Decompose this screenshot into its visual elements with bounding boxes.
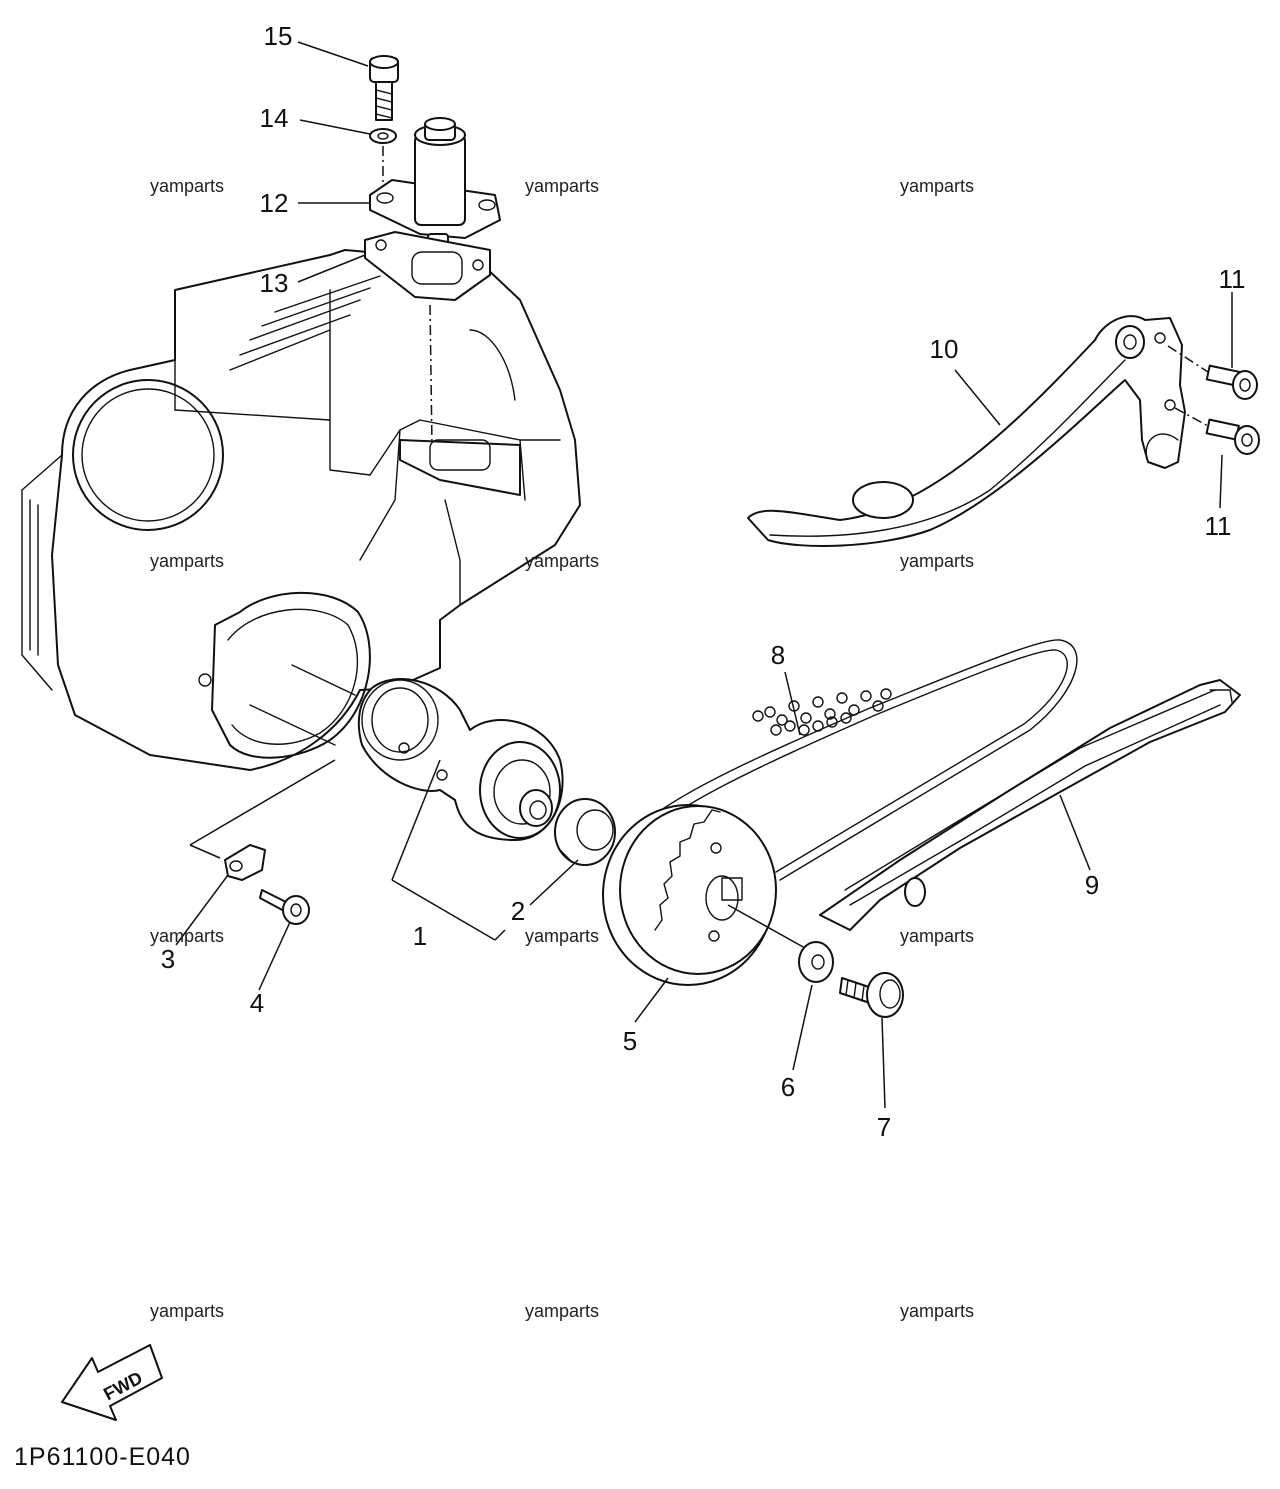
callout-numbers: 15 14 12 13 10 11 11 8 9 1 2 3 4 5 6 7 [161, 21, 1246, 1142]
bolt-7-illustration [839, 972, 904, 1018]
watermark: yamparts [150, 551, 224, 571]
callout-7: 7 [877, 1112, 891, 1142]
tensioner-body-12-illustration [369, 117, 501, 247]
watermark: yamparts [900, 551, 974, 571]
bolt-11b-illustration [1205, 418, 1260, 455]
callout-5: 5 [623, 1026, 637, 1056]
cam-sprocket-5-illustration [602, 804, 777, 986]
callout-10: 10 [930, 334, 959, 364]
callout-1: 1 [413, 921, 427, 951]
callout-14: 14 [260, 103, 289, 133]
callout-9: 9 [1085, 870, 1099, 900]
watermark: yamparts [525, 1301, 599, 1321]
cylinder-head-illustration [21, 247, 581, 771]
callout-8: 8 [771, 640, 785, 670]
diagram-code: 1P61100-E040 [14, 1443, 191, 1471]
chain-guide-9-illustration [819, 679, 1241, 931]
watermark: yamparts [525, 926, 599, 946]
bolt-11a-illustration [1205, 364, 1258, 400]
watermarks: yamparts yamparts yamparts yamparts yamp… [150, 176, 974, 1321]
stopper-3-illustration [224, 844, 266, 881]
watermark: yamparts [525, 551, 599, 571]
callout-12: 12 [260, 188, 289, 218]
callout-4: 4 [250, 988, 264, 1018]
washer-6-illustration [798, 941, 834, 983]
tensioner-assembly [364, 55, 501, 446]
callout-6: 6 [781, 1072, 795, 1102]
watermark: yamparts [900, 926, 974, 946]
callout-13: 13 [260, 268, 289, 298]
watermark: yamparts [900, 176, 974, 196]
camshaft-1-illustration [357, 678, 564, 841]
bearing-2-illustration [554, 798, 616, 866]
watermark: yamparts [150, 926, 224, 946]
watermark: yamparts [900, 1301, 974, 1321]
cam-chain-8-illustration [624, 639, 1078, 881]
fwd-arrow-icon: FWD [61, 1344, 163, 1421]
callout-2: 2 [511, 896, 525, 926]
screw-4-illustration [259, 889, 310, 925]
watermark: yamparts [150, 176, 224, 196]
callout-11-top: 11 [1219, 264, 1246, 294]
chain-guide-10-illustration [747, 315, 1186, 547]
callout-3: 3 [161, 944, 175, 974]
callout-15: 15 [264, 21, 293, 51]
leader-lines [175, 41, 1233, 1109]
callout-11-bottom: 11 [1205, 511, 1232, 541]
bolt-15-illustration [369, 55, 399, 121]
watermark: yamparts [525, 176, 599, 196]
gasket-13-illustration [364, 231, 491, 301]
watermark: yamparts [150, 1301, 224, 1321]
washer-14-illustration [369, 128, 397, 144]
